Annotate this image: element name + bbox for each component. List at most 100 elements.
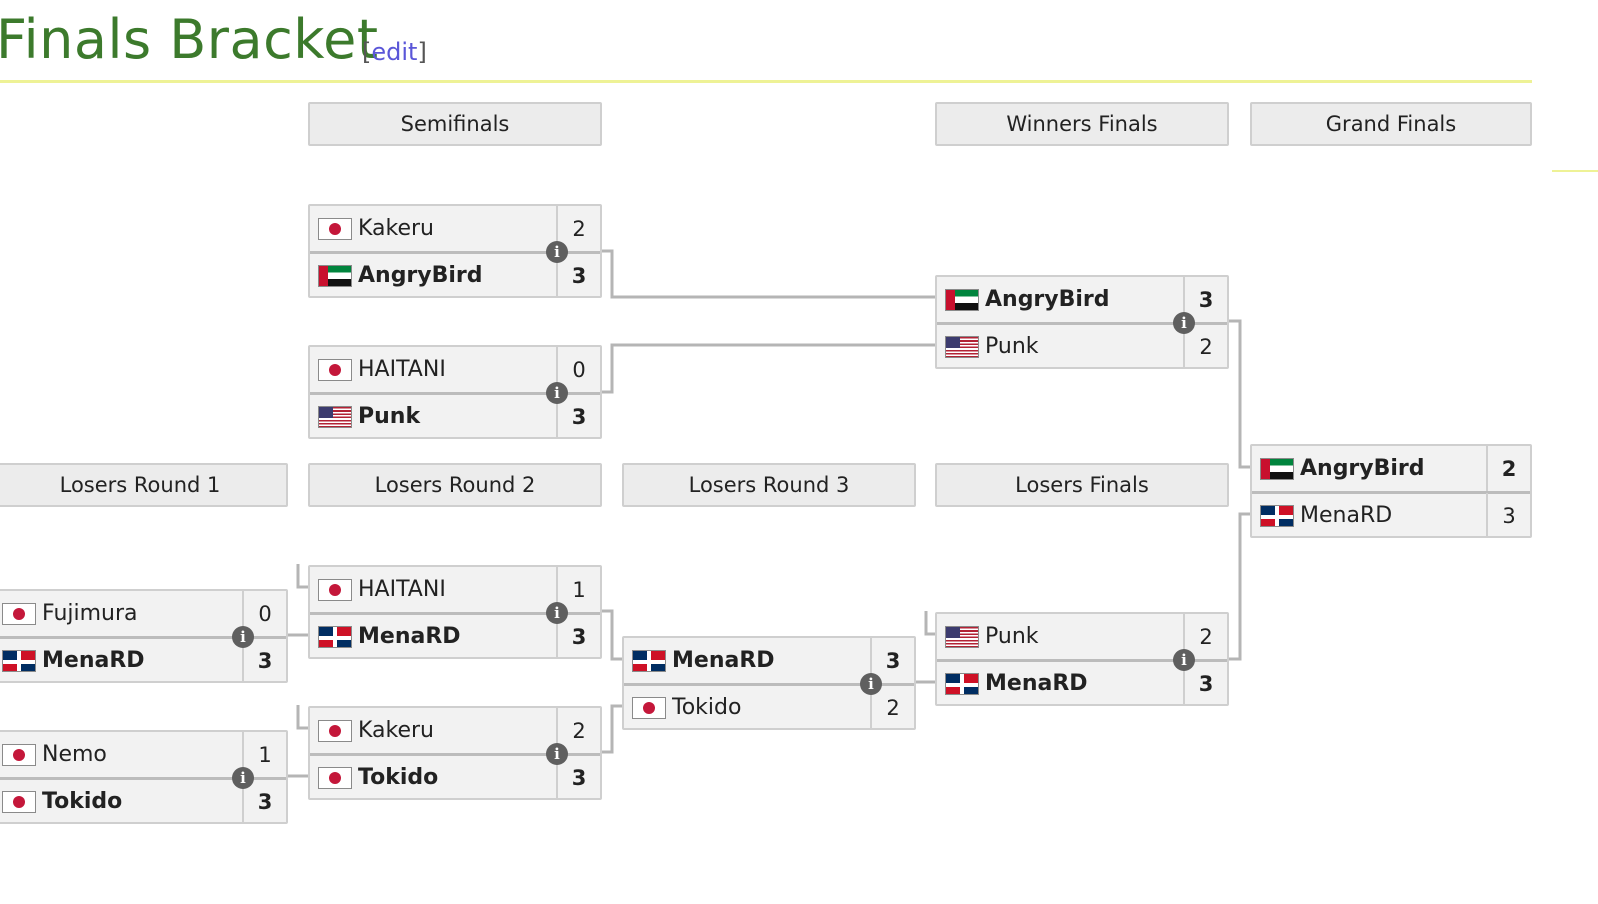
page-title: Finals Bracket bbox=[0, 8, 379, 71]
player-score: 1 bbox=[556, 567, 600, 612]
player-score: 3 bbox=[556, 614, 600, 659]
match-info-icon[interactable]: i bbox=[860, 673, 882, 695]
player-score: 3 bbox=[1183, 277, 1227, 322]
connector-lr2b-lr3 bbox=[602, 704, 623, 754]
match-losers-round-3[interactable]: MenaRD 3 Tokido 2 i bbox=[622, 636, 916, 730]
connector-wf-gf bbox=[1229, 319, 1251, 469]
player-name: MenaRD bbox=[42, 648, 145, 673]
header-winners-finals: Winners Finals bbox=[935, 102, 1229, 146]
row-divider bbox=[310, 392, 600, 395]
flag-ae-icon bbox=[945, 288, 979, 311]
match-losers-round-1-a[interactable]: Fujimura 0 MenaRD 3 i bbox=[0, 589, 288, 683]
row-divider bbox=[937, 659, 1227, 662]
player-name: HAITANI bbox=[358, 577, 446, 602]
flag-us-icon bbox=[945, 335, 979, 358]
player-row[interactable]: Fujimura 0 bbox=[0, 591, 286, 636]
row-divider bbox=[310, 251, 600, 254]
player-score: 3 bbox=[1486, 493, 1530, 538]
player-score: 2 bbox=[870, 685, 914, 730]
player-name: MenaRD bbox=[672, 648, 775, 673]
player-name: Punk bbox=[358, 404, 421, 429]
match-losers-round-2-a[interactable]: HAITANI 1 MenaRD 3 i bbox=[308, 565, 602, 659]
row-divider bbox=[0, 636, 286, 639]
header-semifinals: Semifinals bbox=[308, 102, 602, 146]
match-info-icon[interactable]: i bbox=[546, 241, 568, 263]
flag-jp-icon bbox=[318, 217, 352, 240]
flag-do-icon bbox=[945, 672, 979, 695]
player-name: Kakeru bbox=[358, 216, 435, 241]
flag-ae-icon bbox=[1260, 457, 1294, 480]
decorative-rule bbox=[1552, 170, 1598, 172]
row-divider bbox=[1252, 491, 1530, 494]
player-score: 3 bbox=[870, 638, 914, 683]
connector-drop-lr2a bbox=[296, 564, 309, 589]
player-row[interactable]: AngryBird 3 bbox=[310, 253, 600, 298]
player-name: Tokido bbox=[672, 695, 742, 720]
match-info-icon[interactable]: i bbox=[546, 382, 568, 404]
player-score: 0 bbox=[242, 591, 286, 636]
match-info-icon[interactable]: i bbox=[232, 767, 254, 789]
flag-jp-icon bbox=[2, 602, 36, 625]
player-row[interactable]: Tokido 2 bbox=[624, 685, 914, 730]
player-score: 3 bbox=[1183, 661, 1227, 706]
player-score: 3 bbox=[556, 253, 600, 298]
player-name: Kakeru bbox=[358, 718, 435, 743]
player-row[interactable]: Kakeru 2 bbox=[310, 708, 600, 753]
player-row[interactable]: MenaRD 3 bbox=[0, 638, 286, 683]
connector-drop-lr2b bbox=[296, 705, 309, 730]
flag-jp-icon bbox=[632, 696, 666, 719]
row-divider bbox=[937, 322, 1227, 325]
flag-do-icon bbox=[2, 649, 36, 672]
player-name: AngryBird bbox=[1300, 456, 1425, 481]
match-info-icon[interactable]: i bbox=[546, 602, 568, 624]
player-row[interactable]: AngryBird 2 bbox=[1252, 446, 1530, 491]
match-info-icon[interactable]: i bbox=[546, 743, 568, 765]
player-name: Fujimura bbox=[42, 601, 138, 626]
row-divider bbox=[624, 683, 914, 686]
player-score: 2 bbox=[1486, 446, 1530, 491]
player-name: AngryBird bbox=[358, 263, 483, 288]
match-info-icon[interactable]: i bbox=[232, 626, 254, 648]
flag-do-icon bbox=[318, 625, 352, 648]
player-score: 3 bbox=[242, 638, 286, 683]
edit-link[interactable]: edit bbox=[371, 38, 418, 66]
match-info-icon[interactable]: i bbox=[1173, 649, 1195, 671]
flag-jp-icon bbox=[318, 766, 352, 789]
player-name: Nemo bbox=[42, 742, 107, 767]
match-info-icon[interactable]: i bbox=[1173, 312, 1195, 334]
player-score: 2 bbox=[1183, 614, 1227, 659]
player-score: 2 bbox=[556, 708, 600, 753]
connector-semi1-wf bbox=[602, 249, 936, 299]
connector-drop-lf bbox=[924, 611, 936, 636]
player-row[interactable]: MenaRD 3 bbox=[1252, 493, 1530, 538]
header-losers-finals: Losers Finals bbox=[935, 463, 1229, 507]
match-grand-finals[interactable]: AngryBird 2 MenaRD 3 bbox=[1250, 444, 1532, 538]
player-row[interactable]: MenaRD 3 bbox=[310, 614, 600, 659]
player-name: MenaRD bbox=[1300, 503, 1393, 528]
flag-jp-icon bbox=[318, 578, 352, 601]
player-row[interactable]: HAITANI 1 bbox=[310, 567, 600, 612]
row-divider bbox=[0, 777, 286, 780]
player-name: MenaRD bbox=[358, 624, 461, 649]
flag-jp-icon bbox=[2, 790, 36, 813]
flag-ae-icon bbox=[318, 264, 352, 287]
player-row[interactable]: MenaRD 3 bbox=[624, 638, 914, 683]
flag-jp-icon bbox=[318, 358, 352, 381]
